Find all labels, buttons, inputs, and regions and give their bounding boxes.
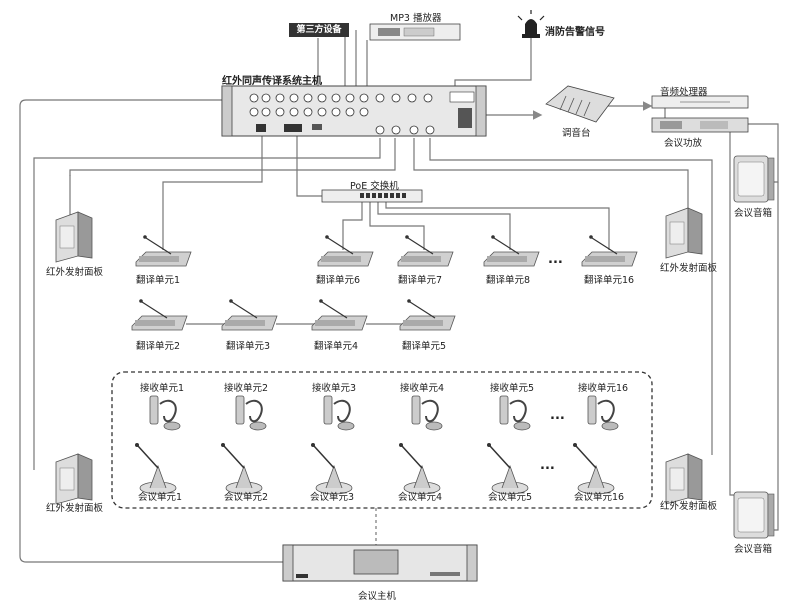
translation-unit-label: 翻译单元8	[486, 275, 531, 286]
receiver-unit-label: 接收单元5	[490, 383, 535, 394]
alarm-icon	[517, 10, 545, 38]
translation-unit-label: 翻译单元2	[136, 341, 181, 352]
speaker-bottom-label: 会议音箱	[734, 544, 773, 555]
audio-processor-device	[651, 95, 749, 109]
speaker-bottom-device	[733, 491, 775, 539]
fire-alarm-label: 消防告警信号	[545, 27, 605, 38]
translation-unit-5-device	[399, 298, 456, 331]
translation-unit-2-device	[131, 298, 188, 331]
translation-unit-label: 翻译单元4	[314, 341, 359, 352]
mp3-player-device	[369, 23, 461, 41]
receiver-unit-label: 接收单元16	[578, 383, 629, 394]
ellipsis-conference: ...	[540, 458, 555, 473]
poe-switch-label: PoE 交换机	[350, 181, 399, 192]
poe-switch-device	[321, 189, 423, 203]
third-party-label: 第三方设备	[289, 23, 349, 37]
translation-unit-8-device	[483, 234, 540, 267]
conference-unit-label: 会议单元16	[574, 492, 625, 503]
receiver-unit-label: 接收单元2	[224, 383, 269, 394]
amplifier-label: 会议功放	[664, 138, 703, 149]
main-host-label: 红外同声传译系统主机	[222, 76, 322, 87]
receiver-unit-label: 接收单元1	[140, 383, 185, 394]
translation-unit-4-device	[311, 298, 368, 331]
ir-panel-tr-device	[665, 207, 703, 259]
ir-panel-bl-device	[55, 453, 93, 505]
translation-unit-label: 翻译单元5	[402, 341, 447, 352]
mp3-player-label: MP3 播放器	[390, 13, 442, 24]
ir-panel-br-device	[665, 453, 703, 505]
mixer-label: 调音台	[562, 128, 591, 139]
mixer-device	[545, 85, 615, 123]
ir-panel-bl-label: 红外发射面板	[46, 503, 104, 514]
conference-unit-label: 会议单元3	[310, 492, 355, 503]
main-host-device	[221, 85, 487, 137]
ir-panel-tl-device	[55, 211, 93, 263]
translation-unit-label: 翻译单元3	[226, 341, 271, 352]
conference-unit-label: 会议单元5	[488, 492, 533, 503]
translation-unit-label: 翻译单元7	[398, 275, 443, 286]
ir-panel-br-label: 红外发射面板	[660, 501, 718, 512]
receiver-unit-label: 接收单元4	[400, 383, 445, 394]
ellipsis-receiver: ...	[550, 408, 565, 423]
conference-unit-label: 会议单元1	[138, 492, 183, 503]
audio-processor-label: 音频处理器	[660, 87, 708, 98]
translation-unit-3-device	[221, 298, 278, 331]
translation-unit-label: 翻译单元1	[136, 275, 181, 286]
conference-unit-label: 会议单元4	[398, 492, 443, 503]
conference-unit-label: 会议单元2	[224, 492, 269, 503]
translation-unit-label: 翻译单元6	[316, 275, 361, 286]
conference-host-device	[282, 544, 478, 582]
speaker-top-device	[733, 155, 775, 203]
ellipsis-translation: ...	[548, 252, 563, 267]
speaker-top-label: 会议音箱	[734, 208, 773, 219]
translation-unit-6-device	[317, 234, 374, 267]
ir-panel-tl-label: 红外发射面板	[46, 267, 104, 278]
translation-unit-label: 翻译单元16	[584, 275, 635, 286]
conference-host-label: 会议主机	[358, 591, 397, 602]
wireless-group-box	[111, 371, 653, 509]
amplifier-device	[651, 117, 749, 133]
ir-panel-tr-label: 红外发射面板	[660, 263, 718, 274]
translation-unit-7-device	[397, 234, 454, 267]
receiver-unit-label: 接收单元3	[312, 383, 357, 394]
